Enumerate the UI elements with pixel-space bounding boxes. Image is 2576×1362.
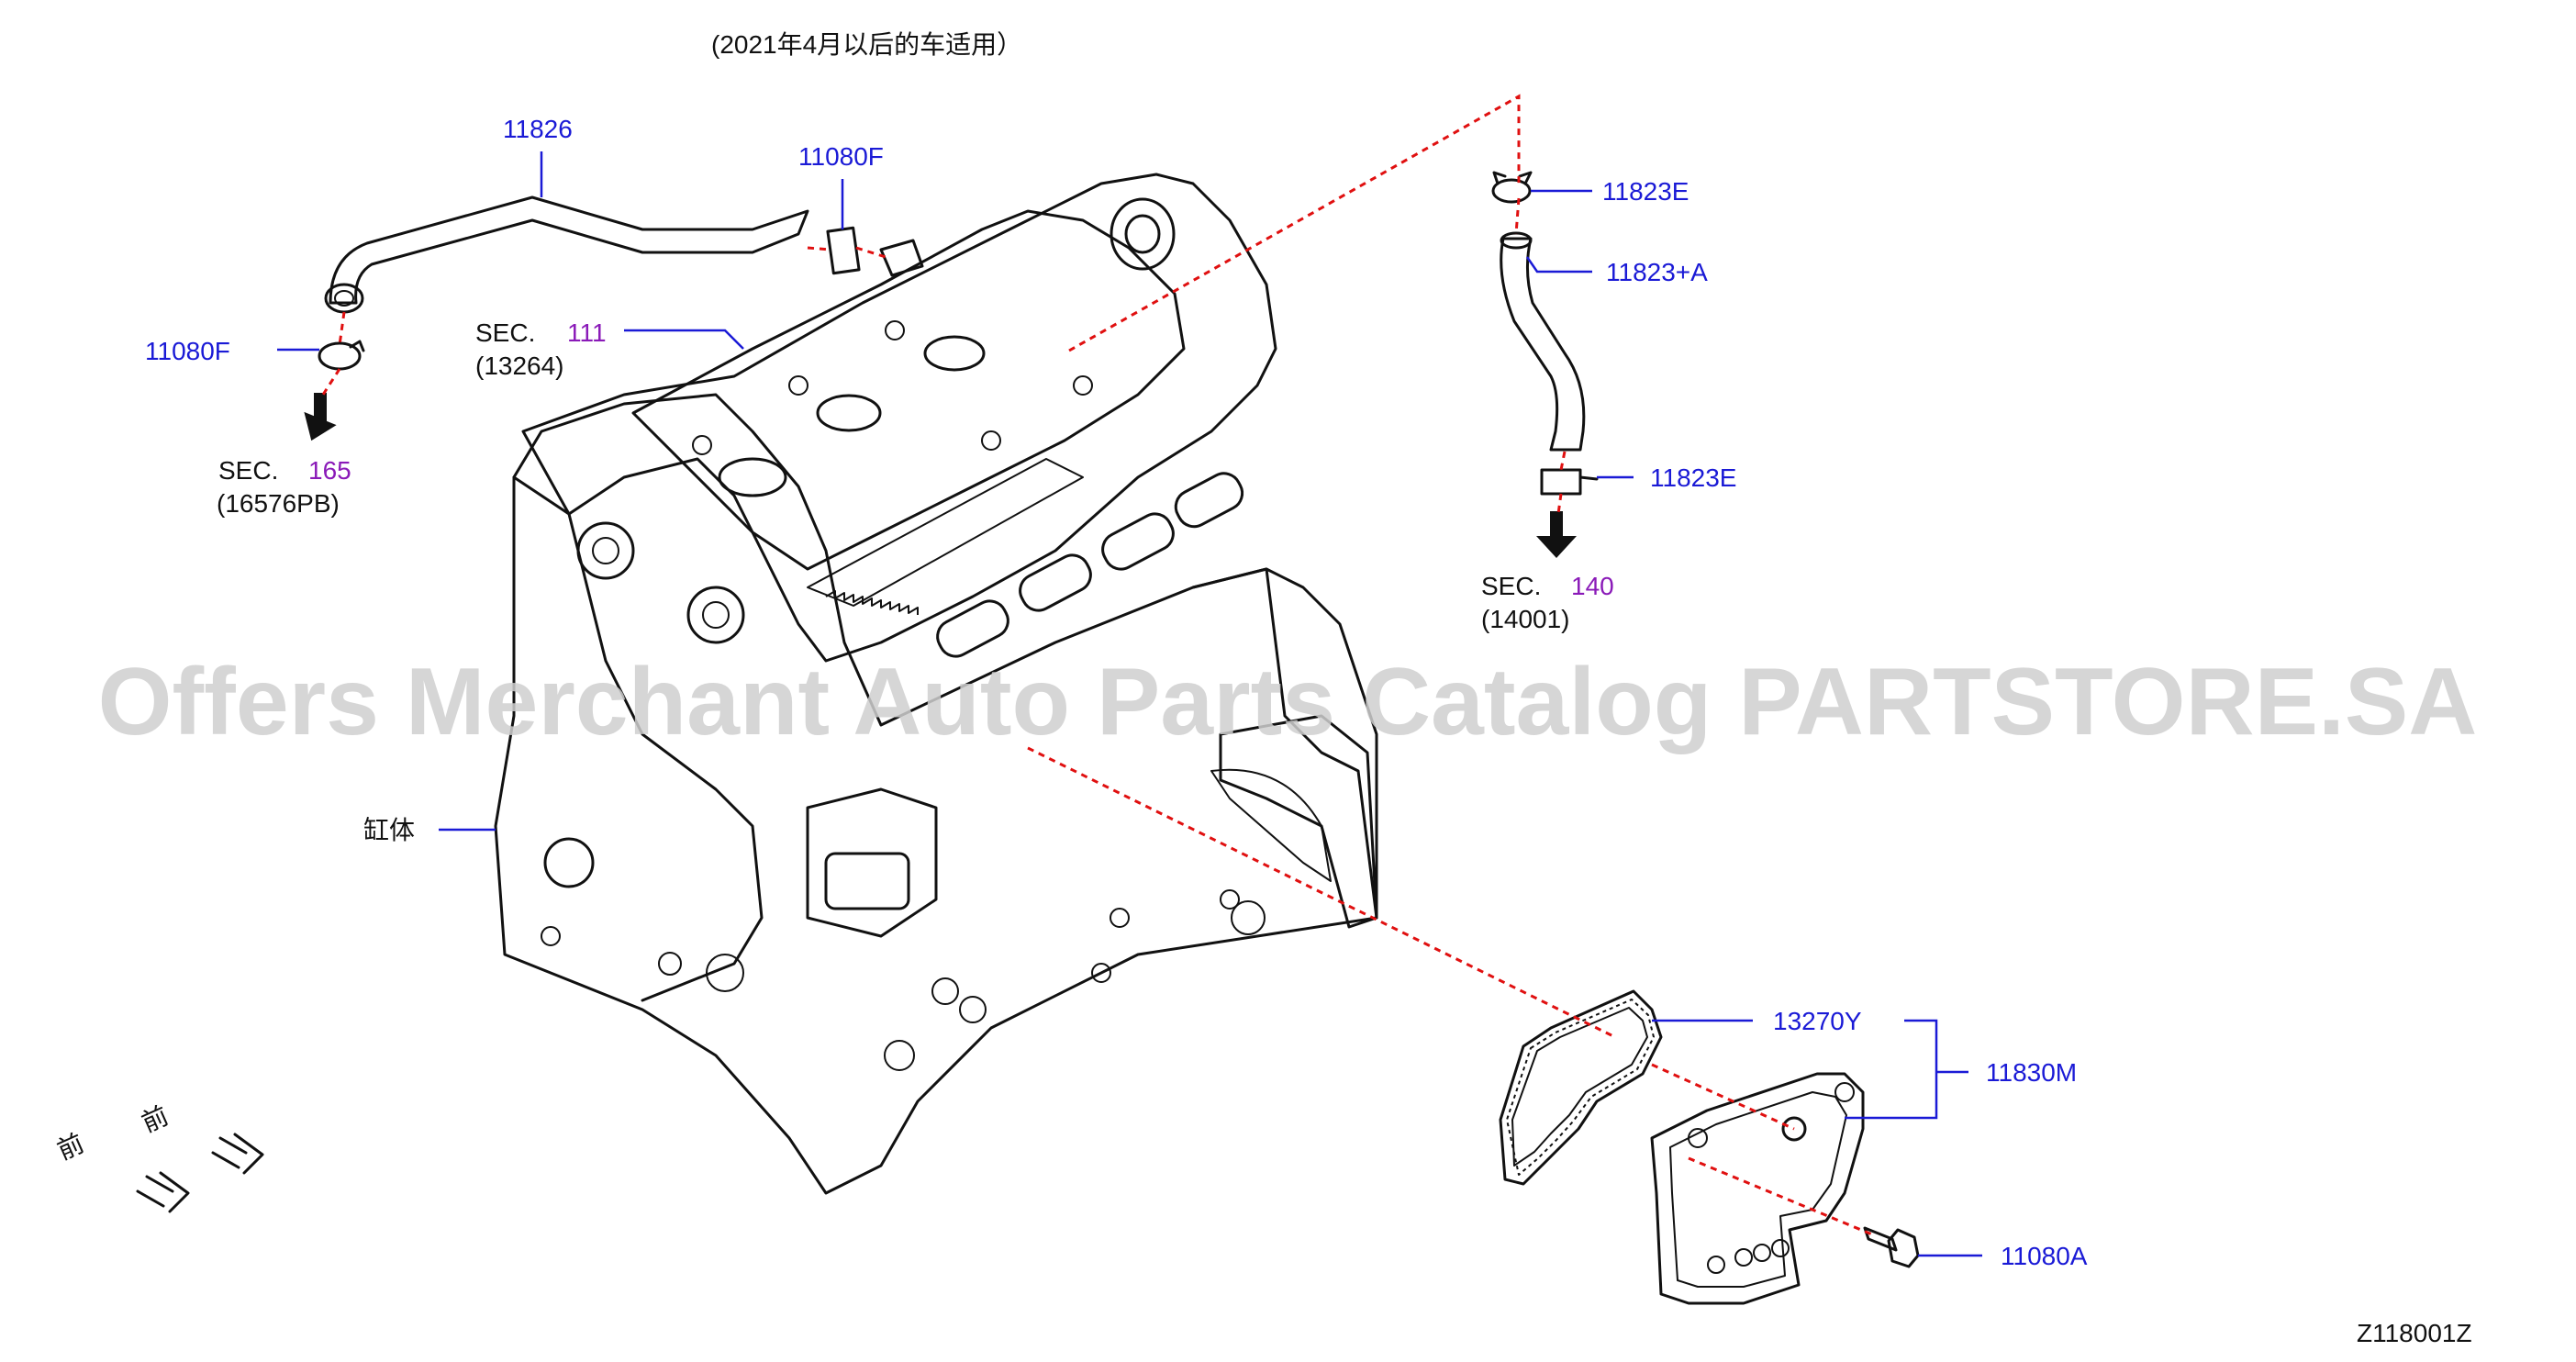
arrow-down-icon-sec165 <box>304 393 337 441</box>
sec111-ref: (13264) <box>475 352 564 380</box>
sec140-ref: (14001) <box>1481 605 1570 633</box>
front-arrow-icon-a <box>136 1171 190 1213</box>
label-11823A[interactable]: 11823+A <box>1606 258 1708 286</box>
leader-lines <box>277 151 1982 1257</box>
label-11823E-bottom[interactable]: 11823E <box>1650 463 1736 492</box>
label-13270Y[interactable]: 13270Y <box>1773 1007 1862 1035</box>
sec165-ref: (16576PB) <box>217 489 340 518</box>
connection-lines <box>321 94 1873 1236</box>
front-label-a: 前 <box>53 1129 88 1166</box>
label-11826[interactable]: 11826 <box>503 115 573 143</box>
header-note: (2021年4月以后的车适用） <box>711 30 1022 59</box>
sec165-prefix: SEC. <box>218 456 278 485</box>
sec140-prefix: SEC. <box>1481 572 1541 600</box>
cover-11830M <box>1650 1072 1865 1305</box>
engine-block-drawing <box>494 173 1378 1195</box>
sec140-number[interactable]: 140 <box>1571 572 1614 600</box>
front-label-b: 前 <box>138 1101 173 1138</box>
label-11080A[interactable]: 11080A <box>2001 1242 2088 1270</box>
label-cylinder-block[interactable]: 缸体 <box>363 816 415 844</box>
front-arrow-icon-b <box>211 1133 264 1175</box>
diagram-code: Z118001Z <box>2357 1319 2472 1347</box>
sec111-prefix: SEC. <box>475 318 535 347</box>
hose-11823A <box>1491 171 1599 496</box>
label-11823E-top[interactable]: 11823E <box>1602 177 1689 206</box>
gasket-13270Y <box>1499 989 1663 1186</box>
clip-11080F-left <box>318 340 365 371</box>
label-11080F-top[interactable]: 11080F <box>798 142 884 171</box>
hose-11826 <box>324 195 924 314</box>
label-11080F-left[interactable]: 11080F <box>145 337 230 365</box>
sec165-number[interactable]: 165 <box>308 456 351 485</box>
arrow-down-icon-sec140 <box>1536 511 1577 558</box>
watermark: Offers Merchant Auto Parts Catalog PARTS… <box>98 649 2478 755</box>
sec111-number[interactable]: 111 <box>567 318 607 347</box>
bolt-11080A <box>1863 1226 1920 1268</box>
label-11830M[interactable]: 11830M <box>1986 1058 2077 1087</box>
